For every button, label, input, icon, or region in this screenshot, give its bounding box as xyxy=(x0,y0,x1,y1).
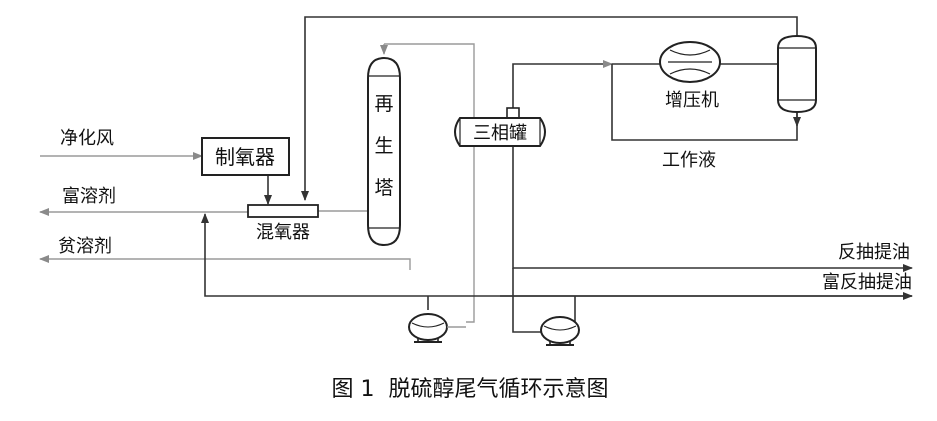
oxygen-mixer-label: 混氧器 xyxy=(256,222,310,243)
figure-caption: 图 1 脱硫醇尾气循环示意图 xyxy=(332,377,609,402)
three-phase-tank-label: 三相罐 xyxy=(473,123,527,144)
regen-tower-shape xyxy=(367,56,401,247)
booster-compressor-detail xyxy=(668,49,712,75)
rich-back-extract-oil-line xyxy=(201,213,912,297)
regen-tower-label-2: 生 xyxy=(374,135,393,157)
pump-1 xyxy=(408,313,448,343)
back-extract-oil-label: 反抽提油 xyxy=(838,242,910,263)
tower-gas-line xyxy=(384,43,475,323)
lean-solvent-line xyxy=(39,255,411,270)
working-fluid-label: 工作液 xyxy=(662,150,716,171)
booster-label: 增压机 xyxy=(665,90,719,111)
regen-tower-label-3: 塔 xyxy=(374,177,393,199)
pump-2 xyxy=(540,316,580,346)
rich-solvent-label: 富溶剂 xyxy=(62,186,116,207)
tank-to-booster-line xyxy=(512,60,613,108)
oxygen-mixer-box xyxy=(247,204,319,218)
lean-solvent-label: 贫溶剂 xyxy=(58,236,112,257)
rich-back-extract-oil-label: 富反抽提油 xyxy=(822,272,912,293)
oxygen-maker-box xyxy=(201,137,290,176)
three-phase-tank-nozzle xyxy=(506,107,520,119)
clean-air-label: 净化风 xyxy=(60,128,114,149)
regen-tower-label-1: 再 xyxy=(374,93,393,115)
oxygen-maker-label: 制氧器 xyxy=(215,145,275,169)
tank-to-pump2-line xyxy=(512,268,545,333)
top-recycle-line xyxy=(301,16,798,201)
